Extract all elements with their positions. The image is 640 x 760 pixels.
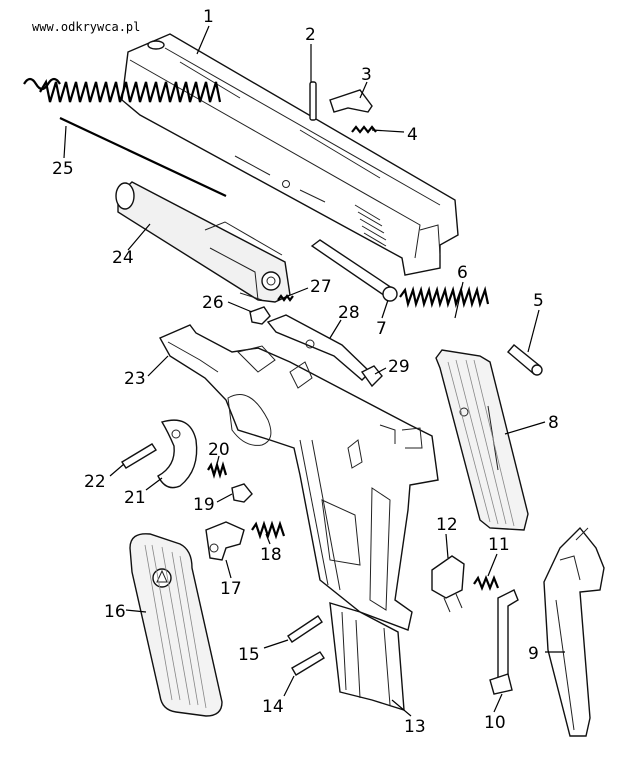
pin-part-22 bbox=[121, 443, 157, 469]
frame-part-23 bbox=[159, 324, 439, 631]
left-grip-part-16 bbox=[129, 533, 223, 717]
spring-part-6 bbox=[399, 285, 490, 309]
part-17 bbox=[205, 521, 245, 561]
label-14: 14 bbox=[262, 697, 284, 717]
label-21: 21 bbox=[124, 488, 146, 508]
pin-part-15 bbox=[287, 615, 323, 643]
part-10 bbox=[489, 589, 519, 695]
label-27: 27 bbox=[310, 277, 332, 297]
pin-part-14 bbox=[291, 651, 325, 676]
backstrap-part-9 bbox=[543, 526, 605, 737]
label-9: 9 bbox=[528, 644, 539, 664]
pin-part-2 bbox=[309, 81, 317, 121]
right-grip-part-8 bbox=[435, 349, 529, 531]
trigger-part-21 bbox=[157, 419, 198, 489]
label-23: 23 bbox=[124, 369, 146, 389]
label-10: 10 bbox=[484, 713, 506, 733]
label-13: 13 bbox=[404, 717, 426, 737]
part-labels: 1 2 3 4 5 6 7 8 9 10 11 12 13 14 15 16 1… bbox=[52, 7, 559, 737]
label-22: 22 bbox=[84, 472, 106, 492]
label-20: 20 bbox=[208, 440, 230, 460]
small-spring-part-4 bbox=[351, 125, 377, 134]
part-12 bbox=[431, 555, 465, 613]
small-spring-part-27 bbox=[277, 294, 294, 302]
label-4: 4 bbox=[407, 125, 418, 145]
label-28: 28 bbox=[338, 303, 360, 323]
label-12: 12 bbox=[436, 515, 458, 535]
label-5: 5 bbox=[533, 291, 544, 311]
leader-lines bbox=[63, 25, 565, 717]
barrel-part-24 bbox=[115, 181, 291, 303]
spring-part-11 bbox=[473, 575, 500, 591]
small-part-29 bbox=[360, 365, 383, 388]
label-26: 26 bbox=[202, 293, 224, 313]
recoil-spring-part-25 bbox=[23, 77, 227, 197]
label-15: 15 bbox=[238, 645, 260, 665]
spring-part-18 bbox=[251, 520, 286, 540]
label-25: 25 bbox=[52, 159, 74, 179]
label-6: 6 bbox=[457, 263, 468, 283]
label-17: 17 bbox=[220, 579, 242, 599]
label-11: 11 bbox=[488, 535, 510, 555]
pin-part-5 bbox=[507, 344, 543, 376]
small-part-26 bbox=[249, 306, 271, 325]
label-2: 2 bbox=[305, 25, 316, 45]
label-24: 24 bbox=[112, 248, 134, 268]
spring-part-20 bbox=[207, 461, 228, 479]
watermark-text: www.odkrywca.pl bbox=[32, 20, 140, 34]
part-19 bbox=[231, 483, 253, 503]
slide-part bbox=[121, 33, 459, 276]
guide-rod-part-7 bbox=[310, 239, 398, 302]
label-7: 7 bbox=[376, 319, 387, 339]
label-29: 29 bbox=[388, 357, 410, 377]
extractor-part-3 bbox=[329, 89, 373, 113]
label-19: 19 bbox=[193, 495, 215, 515]
label-16: 16 bbox=[104, 602, 126, 622]
label-3: 3 bbox=[361, 65, 372, 85]
label-18: 18 bbox=[260, 545, 282, 565]
label-8: 8 bbox=[548, 413, 559, 433]
label-1: 1 bbox=[203, 7, 214, 27]
